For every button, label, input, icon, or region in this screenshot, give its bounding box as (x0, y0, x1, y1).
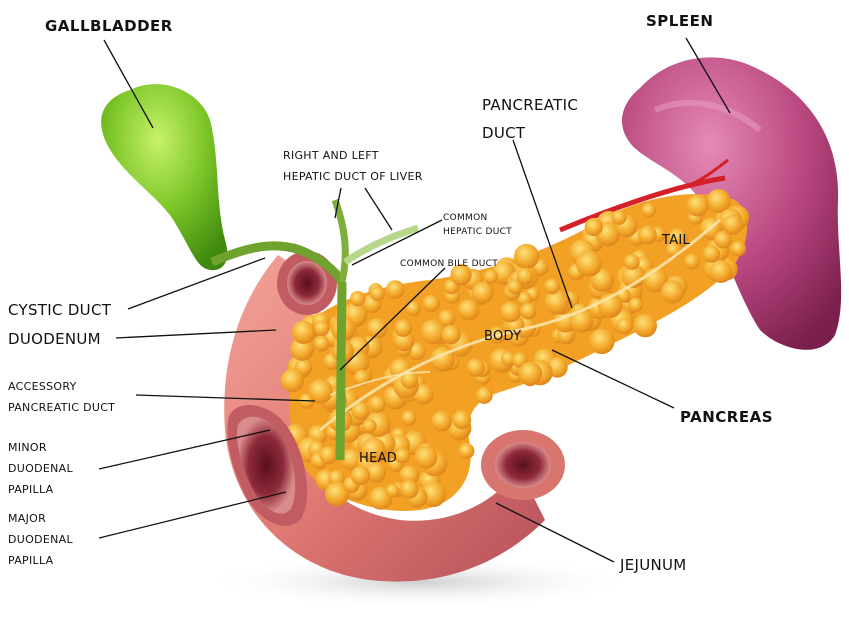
pancreas-lobule (629, 298, 643, 312)
pancreas-lobule (281, 369, 304, 392)
pancreas-lobule (544, 278, 560, 294)
label-pancreatic-duct: PANCREATIC DUCT (482, 91, 578, 147)
gallbladder-organ (101, 84, 227, 270)
pancreas-lobule (386, 280, 405, 299)
pancreas-lobule (687, 195, 709, 217)
label-minor-duodenal-papilla: MINOR DUODENAL PAPILLA (8, 437, 73, 500)
label-head: HEAD (359, 451, 397, 466)
pancreas-lobule (484, 269, 498, 283)
pancreas-lobule (458, 443, 474, 459)
pancreas-lobule (723, 215, 743, 235)
pancreas-lobule (703, 245, 720, 262)
pancreas-lobule (400, 480, 419, 499)
pancreas-lobule (362, 419, 376, 433)
label-common-hepatic-duct: COMMON HEPATIC DUCT (443, 211, 512, 239)
pancreas-lobule (638, 226, 657, 245)
label-accessory-pancreatic-duct: ACCESSORY PANCREATIC DUCT (8, 376, 115, 418)
label-common-bile-duct: COMMON BILE DUCT (400, 257, 498, 271)
pancreas-lobule (545, 290, 569, 314)
pancreas-lobule (319, 446, 337, 464)
label-major-duodenal-papilla: MAJOR DUODENAL PAPILLA (8, 508, 73, 571)
pancreas-lobule (570, 309, 594, 333)
pancreas-lobule (500, 301, 521, 322)
label-body: BODY (484, 329, 521, 344)
pancreas-lobule (516, 268, 533, 285)
pancreas-lobule (476, 387, 493, 404)
common-bile-duct (340, 282, 342, 460)
leader-pancreas (552, 350, 674, 408)
pancreas-lobule (351, 466, 370, 485)
pancreas-lobule (576, 251, 602, 277)
pancreas-lobule (616, 317, 633, 334)
pancreas-lobule (612, 210, 627, 225)
pancreas-lobule (661, 280, 684, 303)
pancreas-lobule (684, 254, 700, 270)
pancreas-lobule (422, 295, 440, 313)
pancreas-lobule (394, 319, 412, 337)
pancreas-lobule (624, 254, 640, 270)
pancreas-lobule (308, 379, 332, 403)
pancreas-lobule (709, 260, 732, 283)
pancreas-lobule (350, 291, 365, 306)
leader-hepatic-right (365, 188, 392, 230)
pancreas-lobule (441, 325, 460, 344)
pancreas-lobule (452, 410, 471, 429)
pancreas-lobule (314, 321, 329, 336)
pancreas-lobule (292, 321, 315, 344)
label-gallbladder: GALLBLADDER (45, 17, 173, 35)
pancreas-lobule (386, 484, 400, 498)
label-hepatic-ducts: RIGHT AND LEFT HEPATIC DUCT OF LIVER (283, 145, 423, 187)
pancreas-lobule (314, 336, 330, 352)
pancreas-lobule (467, 358, 485, 376)
pancreas-lobule (458, 299, 479, 320)
label-duodenum: DUODENUM (8, 330, 101, 348)
pancreas-lobule (642, 203, 656, 217)
pancreas-lobule (401, 410, 416, 425)
pancreas-lobule (519, 362, 543, 386)
pancreas-lobule (472, 282, 494, 304)
label-cystic-duct: CYSTIC DUCT (8, 301, 111, 319)
pancreas-lobule (367, 318, 388, 339)
pancreas-lobule (421, 320, 446, 345)
pancreas-lobule (585, 218, 603, 236)
pancreas-lobule (589, 329, 615, 355)
pancreas-lobule (731, 241, 746, 256)
pancreas-lobule (431, 411, 452, 432)
pancreas-lobule (370, 286, 385, 301)
pancreas-lobule (520, 303, 537, 320)
pancreas-lobule (414, 446, 437, 469)
leader-cystic-duct (128, 258, 265, 309)
pancreas-lobule (633, 314, 657, 338)
pancreas-lobule (369, 396, 386, 413)
label-spleen: SPLEEN (646, 12, 713, 30)
label-jejunum: JEJUNUM (620, 556, 687, 574)
label-tail: TAIL (662, 233, 690, 248)
pancreas-lobule (514, 244, 539, 269)
jejunum-lumen (481, 430, 565, 500)
label-pancreas: PANCREAS (680, 408, 773, 426)
